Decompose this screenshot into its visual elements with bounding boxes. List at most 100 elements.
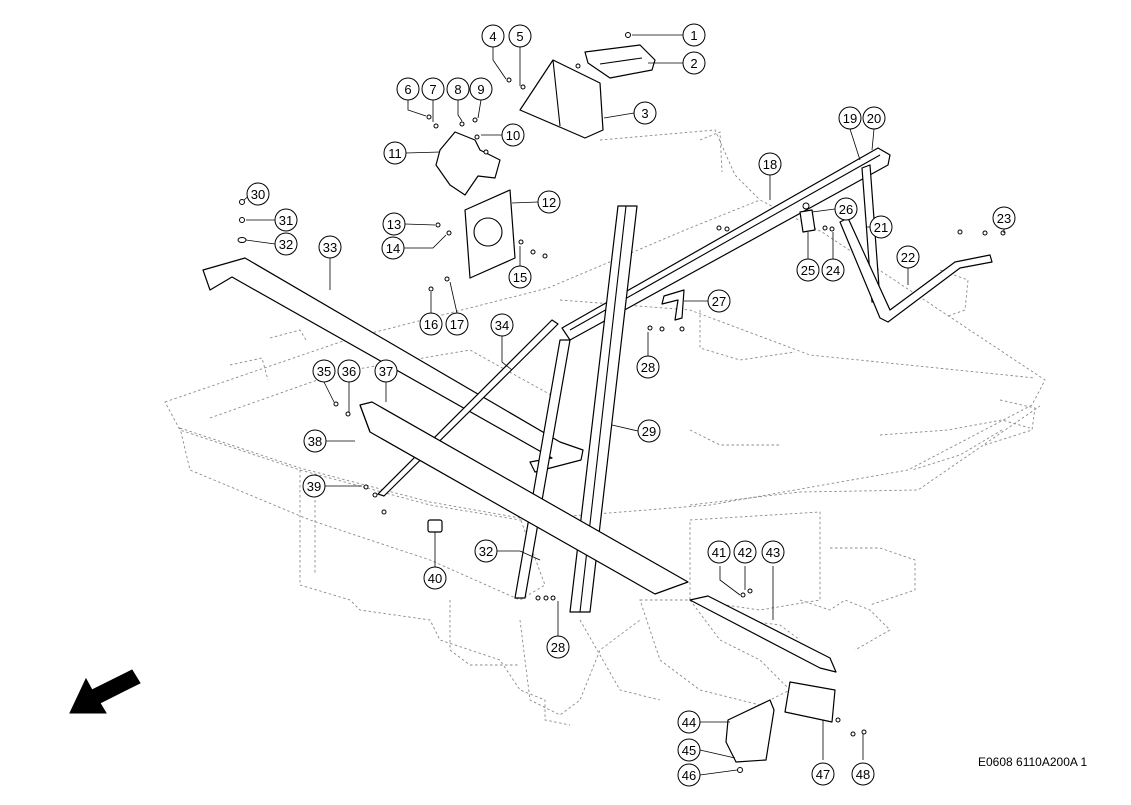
callout-circle <box>821 258 845 282</box>
callout-number: 26 <box>839 202 853 217</box>
callout-6: 6 <box>396 77 420 101</box>
callout-circle <box>682 23 706 47</box>
callout-circle <box>246 182 270 206</box>
callout-circle <box>758 152 782 176</box>
callout-circle <box>274 208 298 232</box>
callout-circle <box>707 540 731 564</box>
callout-46: 46 <box>677 763 701 787</box>
callout-number: 16 <box>424 317 438 332</box>
callout-circle <box>862 106 886 130</box>
callout-7: 7 <box>421 77 445 101</box>
callout-number: 40 <box>428 571 442 586</box>
callout-31: 31 <box>274 208 298 232</box>
callout-number: 43 <box>766 545 780 560</box>
callout-10: 10 <box>501 123 525 147</box>
callout-number: 30 <box>251 187 265 202</box>
callout-39: 39 <box>302 474 326 498</box>
callout-circle <box>508 24 532 48</box>
callout-circle <box>682 51 706 75</box>
callout-33: 33 <box>318 235 342 259</box>
callout-circle <box>312 359 336 383</box>
callout-23: 23 <box>992 206 1016 230</box>
callout-number: 32 <box>279 237 293 252</box>
callout-number: 47 <box>816 767 830 782</box>
callout-number: 27 <box>712 294 726 309</box>
machine-frame-outline <box>164 129 1046 726</box>
callout-circle <box>302 474 326 498</box>
callout-circle <box>383 141 407 165</box>
callout-17: 17 <box>445 312 469 336</box>
callout-circle <box>274 232 298 256</box>
callout-number: 28 <box>641 360 655 375</box>
callout-number: 24 <box>826 263 840 278</box>
callout-number: 18 <box>763 157 777 172</box>
callout-circle <box>677 763 701 787</box>
callout-number: 2 <box>690 56 697 71</box>
callout-1: 1 <box>682 23 706 47</box>
callout-circle <box>636 355 660 379</box>
callout-18: 18 <box>758 152 782 176</box>
callout-circle <box>419 312 443 336</box>
callout-number: 8 <box>454 82 461 97</box>
drawing-reference-code: E0608 6110A200A 1 <box>978 755 1088 769</box>
callout-16: 16 <box>419 312 443 336</box>
callout-circle <box>992 206 1016 230</box>
callout-number: 21 <box>874 220 888 235</box>
callout-number: 33 <box>323 240 337 255</box>
callout-number: 19 <box>843 111 857 126</box>
callout-38: 38 <box>303 429 327 453</box>
callout-number: 25 <box>801 263 815 278</box>
callout-21: 21 <box>869 215 893 239</box>
callout-45: 45 <box>677 738 701 762</box>
callout-circle <box>707 289 731 313</box>
callout-41: 41 <box>707 540 731 564</box>
callout-number: 22 <box>901 250 915 265</box>
callout-24: 24 <box>821 258 845 282</box>
callout-number: 9 <box>477 82 484 97</box>
callout-number: 46 <box>682 768 696 783</box>
callout-2: 2 <box>682 51 706 75</box>
callout-19: 19 <box>838 106 862 130</box>
callout-circle <box>501 123 525 147</box>
callout-circle <box>374 359 398 383</box>
callout-number: 45 <box>682 743 696 758</box>
callout-number: 3 <box>641 106 648 121</box>
callout-circle <box>677 738 701 762</box>
callout-12: 12 <box>537 190 561 214</box>
callout-number: 44 <box>682 715 696 730</box>
callout-number: 36 <box>342 364 356 379</box>
callout-number: 23 <box>997 211 1011 226</box>
callout-circle <box>796 258 820 282</box>
callout-circle <box>733 540 757 564</box>
callout-32: 32 <box>274 232 298 256</box>
callout-number: 32 <box>479 544 493 559</box>
callout-circle <box>421 77 445 101</box>
callout-43: 43 <box>761 540 785 564</box>
callout-number: 14 <box>386 241 400 256</box>
callout-number: 35 <box>317 364 331 379</box>
callout-20: 20 <box>862 106 886 130</box>
callout-8: 8 <box>446 77 470 101</box>
callout-circle <box>382 212 406 236</box>
callout-circle <box>761 540 785 564</box>
callout-number: 6 <box>404 82 411 97</box>
callout-circle <box>508 265 532 289</box>
callout-circle <box>838 106 862 130</box>
callout-28: 28 <box>546 635 570 659</box>
callout-number: 10 <box>506 128 520 143</box>
callout-circle <box>834 197 858 221</box>
callout-circle <box>811 762 835 786</box>
callout-circle <box>337 359 361 383</box>
callout-number: 12 <box>542 195 556 210</box>
callout-number: 17 <box>450 317 464 332</box>
callout-22: 22 <box>896 245 920 269</box>
callout-5: 5 <box>508 24 532 48</box>
callout-circle <box>474 539 498 563</box>
callout-3: 3 <box>633 101 657 125</box>
callout-27: 27 <box>707 289 731 313</box>
callout-circle <box>445 312 469 336</box>
callout-35: 35 <box>312 359 336 383</box>
callout-circle <box>537 190 561 214</box>
callout-circle <box>637 419 661 443</box>
